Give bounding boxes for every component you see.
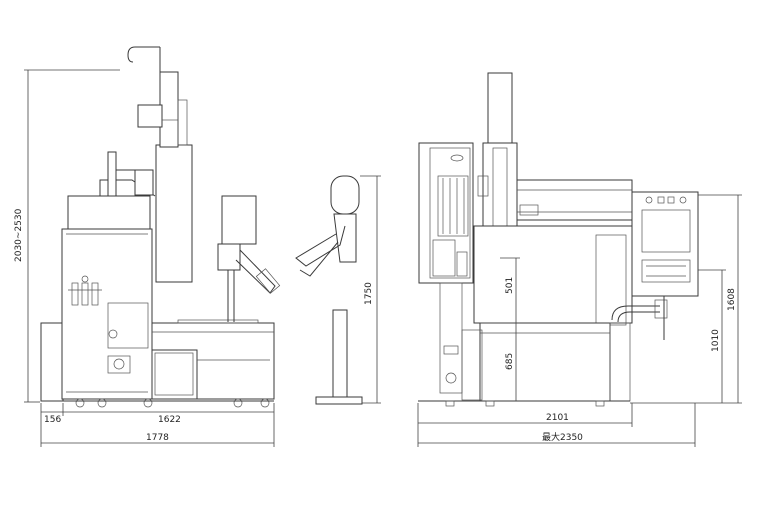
dim-front-max-width: 最大2350 <box>542 431 583 443</box>
dim-table-height: 685 <box>505 353 515 370</box>
operator-figure <box>295 175 363 405</box>
side-view-dimensions: 2030~2530 1750 156 1622 1778 <box>14 69 381 447</box>
dim-arm-stroke: 501 <box>505 277 515 294</box>
dim-height-range: 2030~2530 <box>14 208 24 262</box>
air-regulator-icon <box>68 275 102 306</box>
dim-total-width: 1778 <box>146 433 169 443</box>
side-view-machine <box>40 46 281 408</box>
dim-panel-height: 1010 <box>711 329 721 352</box>
leveling-foot-icon <box>445 400 605 407</box>
dim-operator-height: 1750 <box>364 282 374 305</box>
front-view-dimensions: 501 685 1010 1608 2101 最大2350 <box>417 194 742 447</box>
dim-monitor-height: 1608 <box>727 288 737 311</box>
front-view-machine <box>418 72 699 407</box>
dim-rear-width: 156 <box>44 415 61 425</box>
caster-icon <box>75 398 270 408</box>
dim-body-width: 1622 <box>158 415 181 425</box>
dim-front-body-width: 2101 <box>546 413 569 423</box>
